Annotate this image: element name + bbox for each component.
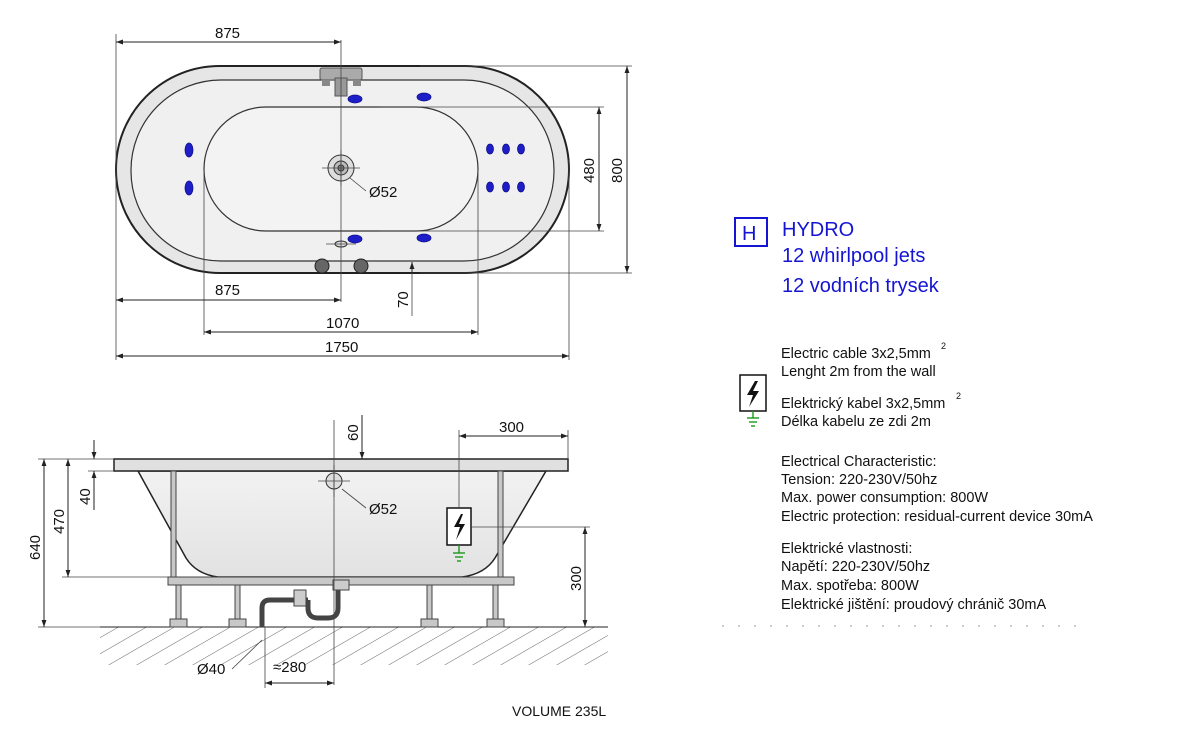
hydro-info: H HYDRO 12 whirlpool jets 12 vodních try…	[734, 217, 940, 297]
dim-40: 40	[77, 488, 94, 505]
whirlpool-jets	[184, 92, 525, 244]
side-view: Ø52 640 470 40 60	[27, 415, 608, 719]
waste-diameter: Ø40	[197, 661, 225, 678]
top-view: Ø52 875 875 1070 1750 4	[115, 25, 632, 360]
jet-icon	[502, 181, 510, 193]
waste-trap-icon	[259, 579, 350, 627]
jet-icon	[517, 143, 525, 155]
dim-470: 470	[51, 509, 68, 534]
electric-info: Electric cable 3x2,5mm 2 Lenght 2m from …	[722, 341, 1093, 627]
char-en-protection: Electric protection: residual-current de…	[781, 509, 1093, 525]
tub-body-side	[136, 470, 548, 578]
jet-icon	[486, 143, 494, 155]
electric-hazard-icon	[739, 374, 767, 427]
dim-875-top: 875	[215, 25, 240, 42]
side-drain-diameter: Ø52	[369, 501, 397, 518]
hydro-badge-letter: H	[742, 223, 756, 245]
length-cz: Délka kabelu ze zdi 2m	[781, 414, 931, 430]
jet-icon	[347, 94, 363, 104]
floor	[100, 627, 608, 665]
dim-300-top: 300	[499, 419, 524, 436]
char-cz-title: Elektrické vlastnosti:	[781, 541, 912, 557]
hydro-badge	[734, 217, 768, 247]
dim-875-bottom: 875	[215, 282, 240, 299]
electric-box-side	[446, 507, 472, 562]
jet-icon	[347, 234, 363, 244]
char-en-tension: Tension: 220-230V/50hz	[781, 472, 937, 488]
cable-en-sup: 2	[941, 341, 946, 351]
pipe-connector-icon	[353, 258, 369, 274]
jet-icon	[184, 142, 194, 158]
jet-icon	[517, 181, 525, 193]
char-en-power: Max. power consumption: 800W	[781, 490, 988, 506]
hydro-jets-en: 12 whirlpool jets	[782, 245, 925, 267]
dim-70: 70	[395, 291, 412, 308]
dim-1750: 1750	[325, 339, 358, 356]
jet-icon	[486, 181, 494, 193]
dim-60: 60	[345, 424, 362, 441]
dim-300-right: 300	[568, 566, 585, 591]
volume-label: VOLUME 235L	[512, 703, 606, 719]
cable-cz-sup: 2	[956, 391, 961, 401]
dim-800: 800	[609, 158, 626, 183]
char-cz-protection: Elektrické jištění: proudový chránič 30m…	[781, 597, 1046, 613]
cable-en: Electric cable 3x2,5mm	[781, 346, 931, 362]
pipe-connector-icon	[314, 258, 330, 274]
tub-rim-side	[113, 458, 569, 472]
dim-approx-280: ≈280	[273, 659, 306, 676]
length-en: Lenght 2m from the wall	[781, 364, 936, 380]
jet-icon	[184, 180, 194, 196]
hydro-title: HYDRO	[782, 219, 854, 241]
jet-icon	[416, 233, 432, 243]
dim-480: 480	[581, 158, 598, 183]
hydro-jets-cz: 12 vodních trysek	[782, 275, 940, 297]
char-cz-tension: Napětí: 220-230V/50hz	[781, 559, 930, 575]
dim-1070: 1070	[326, 315, 359, 332]
cable-cz: Elektrický kabel 3x2,5mm	[781, 396, 945, 412]
dim-640: 640	[27, 535, 44, 560]
jet-icon	[416, 92, 432, 102]
char-en-title: Electrical Characteristic:	[781, 454, 937, 470]
jet-icon	[502, 143, 510, 155]
char-cz-power: Max. spotřeba: 800W	[781, 578, 919, 594]
top-drain-diameter: Ø52	[369, 184, 397, 201]
